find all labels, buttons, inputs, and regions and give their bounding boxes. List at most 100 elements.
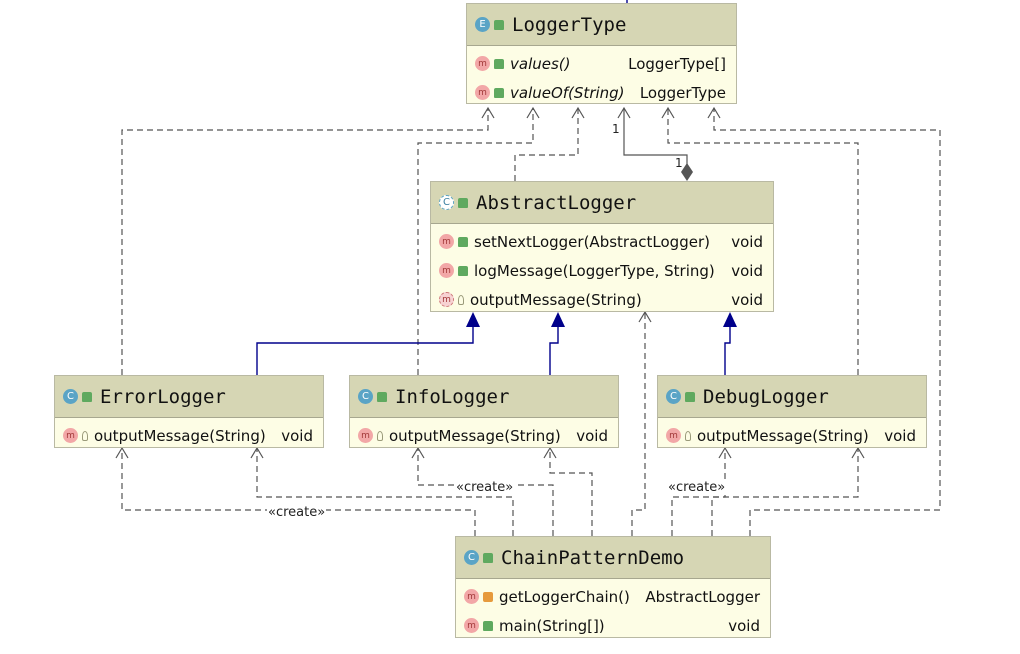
member-type: AbstractLogger bbox=[645, 587, 760, 606]
method-icon: m bbox=[475, 85, 490, 100]
abstract-method-icon: m bbox=[439, 292, 454, 307]
member-name: outputMessage(String) bbox=[389, 426, 561, 445]
composition-diamond-icon bbox=[681, 163, 693, 181]
create-demo-errorlogger bbox=[121, 448, 476, 536]
class-header: C AbstractLogger bbox=[431, 182, 773, 224]
member-row[interactable]: m valueOf(String) LoggerType bbox=[467, 78, 736, 107]
class-icon: C bbox=[666, 389, 681, 404]
inherit-infologger-abstractlogger bbox=[549, 326, 559, 375]
public-visibility-icon bbox=[494, 87, 504, 98]
member-name: values() bbox=[510, 54, 571, 73]
class-title: DebugLogger bbox=[703, 385, 829, 408]
class-box-loggertype[interactable]: E LoggerType m values() LoggerType[] m v… bbox=[466, 3, 737, 104]
private-visibility-icon bbox=[483, 591, 493, 602]
dependency-demo-infologger bbox=[549, 448, 593, 536]
member-type: void bbox=[731, 232, 763, 251]
class-box-abstractlogger[interactable]: C AbstractLogger m setNextLogger(Abstrac… bbox=[430, 181, 774, 312]
create-demo-debuglogger bbox=[671, 448, 726, 536]
dependency-demo-abstractlogger bbox=[631, 312, 646, 536]
method-icon: m bbox=[666, 428, 681, 443]
member-type: void bbox=[884, 426, 916, 445]
class-header: C ErrorLogger bbox=[55, 376, 323, 418]
class-header: C DebugLogger bbox=[658, 376, 926, 418]
member-row[interactable]: m outputMessage(String) void bbox=[350, 421, 618, 450]
member-type: LoggerType[] bbox=[628, 54, 726, 73]
method-icon: m bbox=[439, 234, 454, 249]
public-visibility-icon bbox=[685, 391, 695, 402]
member-type: void bbox=[281, 426, 313, 445]
protected-visibility-icon bbox=[82, 430, 88, 441]
member-type: void bbox=[576, 426, 608, 445]
member-name: setNextLogger(AbstractLogger) bbox=[474, 232, 710, 251]
class-box-errorlogger[interactable]: C ErrorLogger m outputMessage(String) vo… bbox=[54, 375, 324, 448]
method-icon: m bbox=[358, 428, 373, 443]
class-icon: C bbox=[63, 389, 78, 404]
abstract-class-icon: C bbox=[439, 195, 454, 210]
public-visibility-icon bbox=[494, 19, 504, 30]
stereotype-create-label: «create» bbox=[267, 505, 327, 520]
member-name: valueOf(String) bbox=[510, 83, 625, 102]
public-visibility-icon bbox=[458, 236, 468, 247]
method-icon: m bbox=[439, 263, 454, 278]
public-visibility-icon bbox=[494, 58, 504, 69]
member-row[interactable]: m values() LoggerType[] bbox=[467, 49, 736, 78]
public-visibility-icon bbox=[483, 620, 493, 631]
member-type: void bbox=[728, 616, 760, 635]
stereotype-create-label: «create» bbox=[667, 480, 727, 495]
protected-visibility-icon bbox=[377, 430, 383, 441]
dependency-debuglogger-loggertype bbox=[667, 108, 859, 375]
class-box-debuglogger[interactable]: C DebugLogger m outputMessage(String) vo… bbox=[657, 375, 927, 448]
class-title: ErrorLogger bbox=[100, 385, 226, 408]
member-row[interactable]: m outputMessage(String) void bbox=[55, 421, 323, 450]
method-icon: m bbox=[63, 428, 78, 443]
member-type: void bbox=[731, 261, 763, 280]
dependency-errorlogger-loggertype bbox=[121, 108, 489, 375]
dependency-infologger-loggertype bbox=[417, 108, 534, 375]
member-row[interactable]: m main(String[]) void bbox=[456, 611, 770, 640]
member-row[interactable]: m getLoggerChain() AbstractLogger bbox=[456, 582, 770, 611]
member-name: getLoggerChain() bbox=[499, 587, 630, 606]
member-row[interactable]: m outputMessage(String) void bbox=[658, 421, 926, 450]
member-name: outputMessage(String) bbox=[470, 290, 642, 309]
inherit-errorlogger-abstractlogger bbox=[256, 326, 474, 375]
inherit-debuglogger-abstractlogger bbox=[724, 326, 731, 375]
member-row[interactable]: m logMessage(LoggerType, String) void bbox=[431, 256, 773, 285]
member-name: outputMessage(String) bbox=[697, 426, 869, 445]
class-title: LoggerType bbox=[512, 13, 627, 36]
create-demo-infologger bbox=[417, 448, 554, 536]
public-visibility-icon bbox=[82, 391, 92, 402]
multiplicity-label: 1 bbox=[612, 122, 620, 136]
class-icon: C bbox=[358, 389, 373, 404]
member-name: logMessage(LoggerType, String) bbox=[474, 261, 715, 280]
member-name: main(String[]) bbox=[499, 616, 605, 635]
public-visibility-icon bbox=[458, 265, 468, 276]
class-box-infologger[interactable]: C InfoLogger m outputMessage(String) voi… bbox=[349, 375, 619, 448]
method-icon: m bbox=[464, 589, 479, 604]
class-box-chainpatterndemo[interactable]: C ChainPatternDemo m getLoggerChain() Ab… bbox=[455, 536, 771, 638]
class-header: E LoggerType bbox=[467, 4, 736, 46]
class-title: InfoLogger bbox=[395, 385, 510, 408]
member-name: outputMessage(String) bbox=[94, 426, 266, 445]
association-abstractlogger-loggertype bbox=[623, 108, 688, 166]
member-row[interactable]: m outputMessage(String) void bbox=[431, 285, 773, 314]
method-icon: m bbox=[464, 618, 479, 633]
dependency-demo-loggertype bbox=[713, 108, 941, 536]
stereotype-create-label: «create» bbox=[455, 480, 515, 495]
public-visibility-icon bbox=[377, 391, 387, 402]
enum-icon: E bbox=[475, 17, 490, 32]
class-header: C InfoLogger bbox=[350, 376, 618, 418]
dependency-abstractlogger-loggertype bbox=[514, 108, 579, 181]
public-visibility-icon bbox=[458, 197, 468, 208]
protected-visibility-icon bbox=[685, 430, 691, 441]
main-class-icon: C bbox=[464, 550, 479, 565]
member-row[interactable]: m setNextLogger(AbstractLogger) void bbox=[431, 227, 773, 256]
protected-visibility-icon bbox=[458, 294, 464, 305]
dependency-demo-debuglogger bbox=[711, 448, 859, 536]
multiplicity-label: 1 bbox=[675, 156, 683, 170]
member-type: LoggerType bbox=[639, 83, 726, 102]
class-title: AbstractLogger bbox=[476, 191, 637, 214]
member-type: void bbox=[731, 290, 763, 309]
method-icon: m bbox=[475, 56, 490, 71]
class-header: C ChainPatternDemo bbox=[456, 537, 770, 579]
